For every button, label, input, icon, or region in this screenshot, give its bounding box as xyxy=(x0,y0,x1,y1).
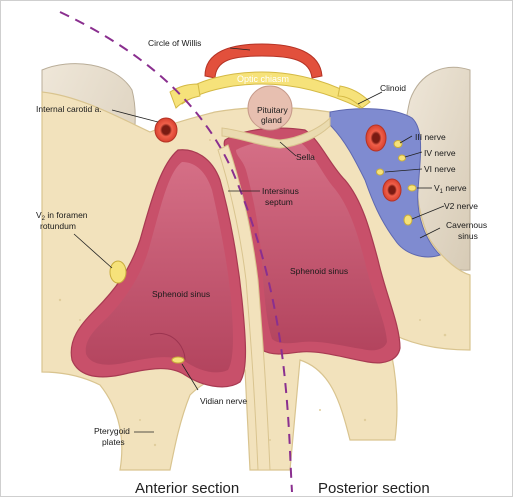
sinus-fold xyxy=(149,332,186,361)
left-sphenoid-sinus-inner xyxy=(85,162,233,373)
label-v1-nerve: V1 nerve xyxy=(434,183,467,195)
label-sella: Sella xyxy=(296,152,315,162)
pituitary-gland xyxy=(247,85,293,131)
label-pterygoid-2: plates xyxy=(102,437,125,447)
label-circle-of-willis: Circle of Willis xyxy=(148,38,201,48)
leader-lines xyxy=(73,47,445,433)
optic-chiasm xyxy=(177,71,363,109)
label-v2-nerve: V2 nerve xyxy=(444,201,478,211)
label-cavernous-2: sinus xyxy=(458,231,478,241)
label-cavernous-1: Cavernous xyxy=(446,220,487,230)
label-sphenoid-left: Sphenoid sinus xyxy=(152,289,210,299)
label-pituitary-2: gland xyxy=(261,115,282,125)
v1-nerve-shape xyxy=(407,184,417,192)
right-internal-carotid xyxy=(365,124,387,152)
v2-foramen-rotundum xyxy=(109,260,127,284)
caption-posterior-section: Posterior section xyxy=(318,480,430,497)
caption-anterior-section: Anterior section xyxy=(135,480,239,497)
label-v2-foramen: V2 in foramen xyxy=(36,210,88,222)
label-internal-carotid: Internal carotid a. xyxy=(36,104,102,114)
label-vidian: Vidian nerve xyxy=(200,396,247,406)
label-pterygoid-1: Pterygoid xyxy=(94,426,130,436)
intersinus-septum xyxy=(217,144,271,471)
optic-nerve-left xyxy=(169,83,201,109)
label-intersinus-2: septum xyxy=(265,197,293,207)
right-sphenoid-sinus-inner xyxy=(236,140,387,351)
optic-nerve-right xyxy=(337,85,371,109)
left-internal-carotid xyxy=(154,117,178,143)
v2-nerve-shape xyxy=(403,214,413,226)
label-clinoid: Clinoid xyxy=(380,83,406,93)
label-sphenoid-right: Sphenoid sinus xyxy=(290,266,348,276)
iv-nerve-shape xyxy=(398,154,406,162)
label-v2-foramen-2: rotundum xyxy=(40,221,76,231)
label-iii-nerve: III nerve xyxy=(415,132,446,142)
right-internal-carotid-lower xyxy=(382,178,402,202)
label-optic-chiasm: Optic chiasm xyxy=(237,74,289,84)
section-dividing-line xyxy=(59,11,293,493)
iii-nerve-shape xyxy=(393,140,403,148)
label-pituitary-1: Pituitary xyxy=(257,105,288,115)
vidian-nerve-shape xyxy=(171,356,185,364)
label-vi-nerve: VI nerve xyxy=(424,164,456,174)
circle-of-willis xyxy=(204,43,323,79)
label-iv-nerve: IV nerve xyxy=(424,148,456,158)
sella-floor xyxy=(221,116,331,149)
label-intersinus-1: Intersinus xyxy=(262,186,299,196)
vi-nerve-shape xyxy=(376,168,384,176)
